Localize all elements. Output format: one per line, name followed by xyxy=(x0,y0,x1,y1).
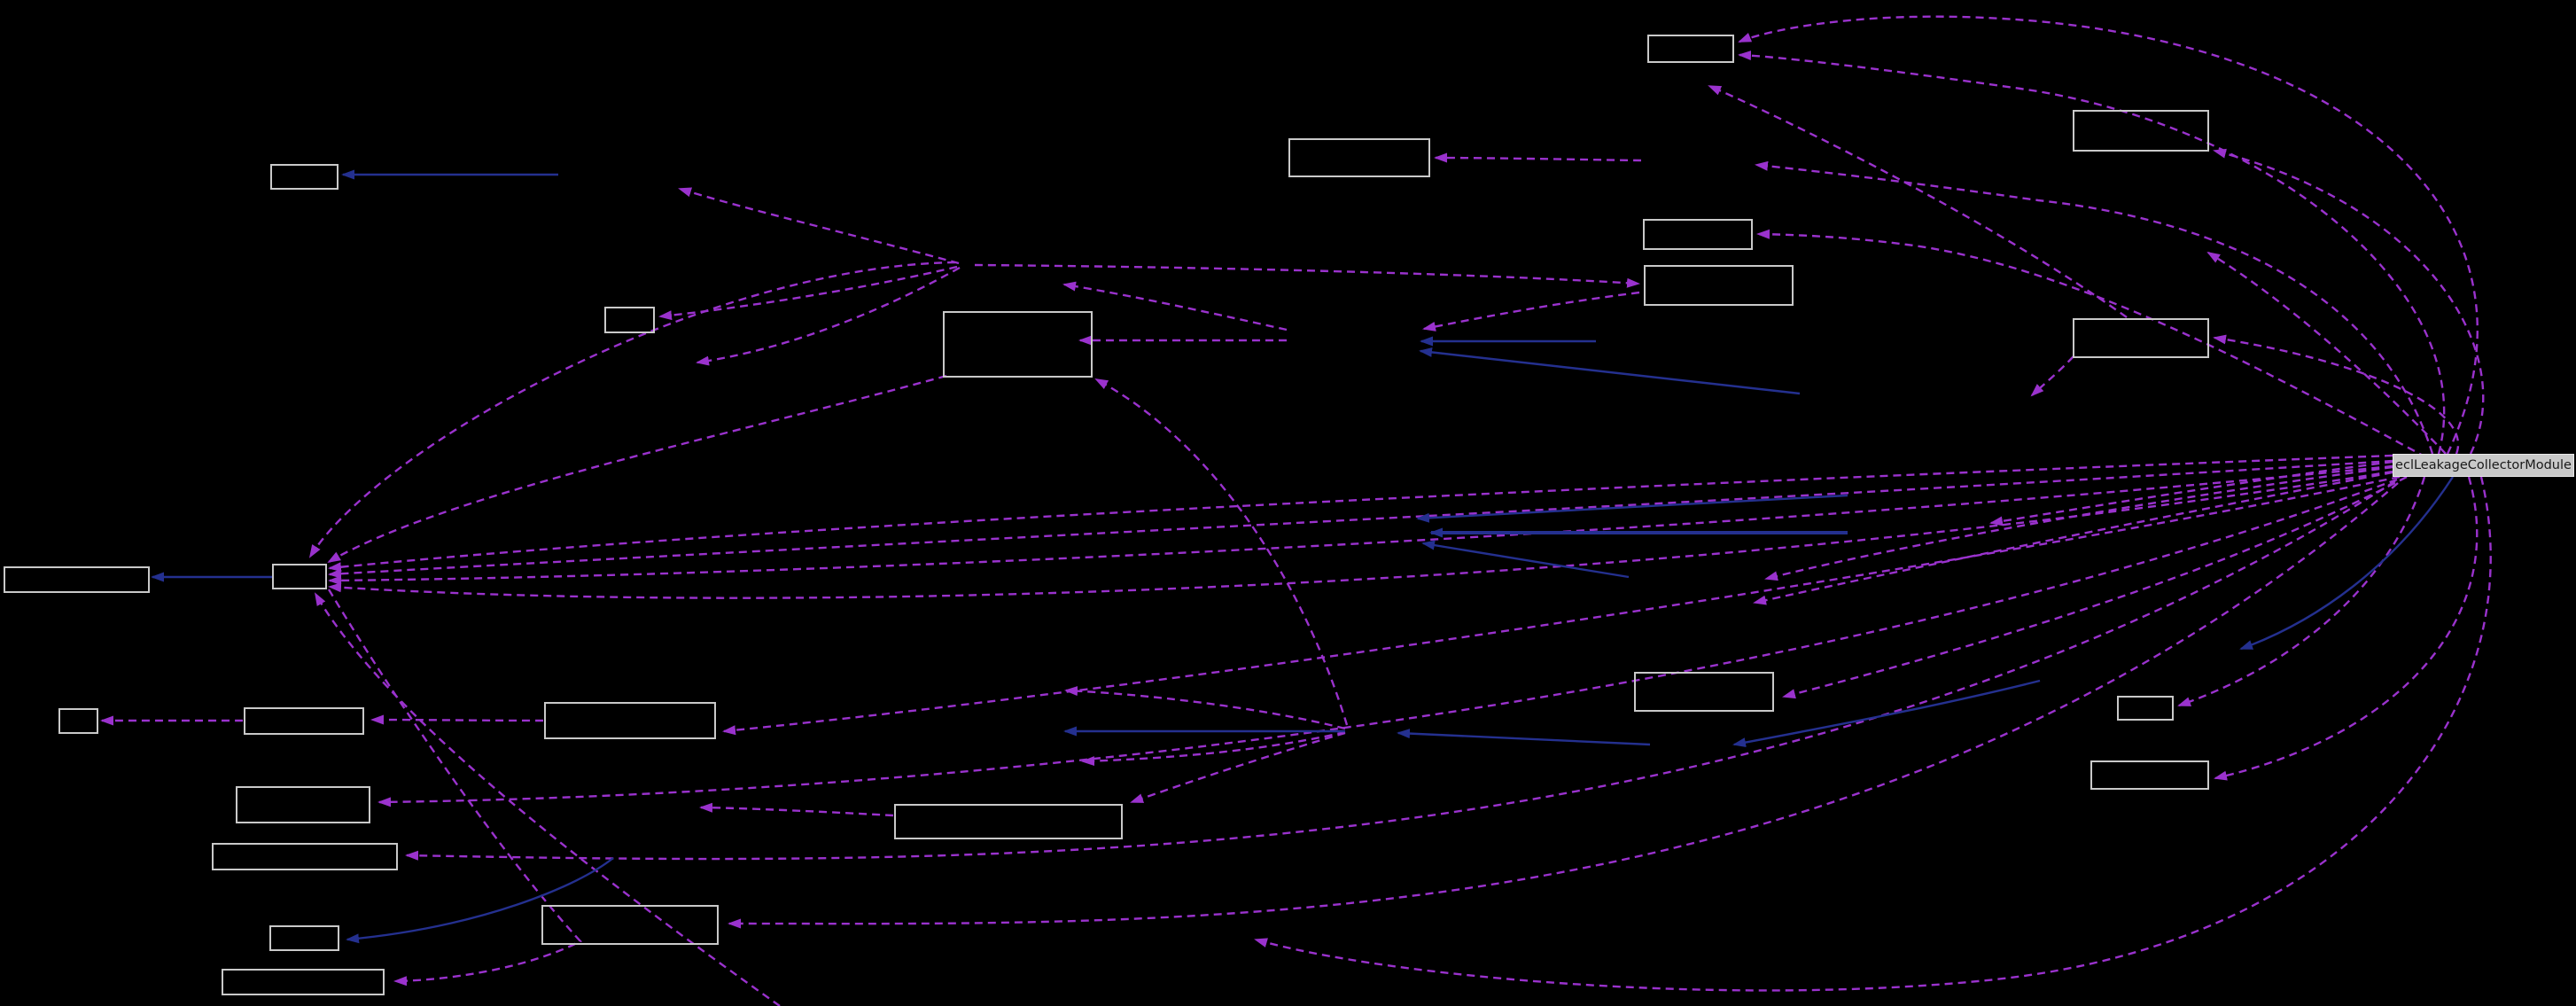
dependency-edge-dashed xyxy=(696,266,961,366)
graph-node-box-f[interactable] xyxy=(1643,219,1753,250)
dependency-edge-dashed xyxy=(1782,475,2408,699)
dependency-edge-dashed xyxy=(1062,281,1288,331)
dependency-edge-dashed xyxy=(327,374,947,564)
dependency-edge-dashed xyxy=(1094,378,1349,726)
dependency-edge-dashed xyxy=(308,261,956,558)
dependency-edge-dashed xyxy=(1755,160,2434,455)
dependency-edge-dashed xyxy=(2206,251,2447,455)
dependency-edge-dashed xyxy=(1064,686,1346,730)
dependency-edge-dashed xyxy=(1422,291,1640,331)
graph-node-box-o[interactable] xyxy=(244,707,364,735)
graph-node-box-m[interactable] xyxy=(272,564,327,589)
dependency-edge-dashed xyxy=(1738,51,2446,455)
dependency-edge-solid xyxy=(1421,540,1630,579)
dependency-edge-dashed xyxy=(2213,334,2460,455)
graph-node-box-b[interactable] xyxy=(604,307,655,333)
dependency-edge-dashed xyxy=(699,802,894,817)
graph-node-box-h[interactable] xyxy=(2073,110,2209,152)
graph-node-box-s[interactable] xyxy=(269,925,339,951)
dependency-edge-dashed xyxy=(2177,476,2426,707)
dependency-edge-dashed xyxy=(678,187,960,265)
dependency-edge-solid xyxy=(2239,476,2455,651)
dependency-edge-dashed xyxy=(328,470,2393,599)
dependency-edge-dashed xyxy=(327,589,582,987)
dependency-edge-dashed xyxy=(2213,148,2485,455)
graph-node-box-u[interactable] xyxy=(222,969,385,995)
graph-node-box-x[interactable] xyxy=(2117,696,2174,721)
dependency-edge-solid xyxy=(346,857,614,944)
dependency-edge-solid xyxy=(1732,679,2041,748)
graph-node-box-k[interactable] xyxy=(2073,318,2209,358)
dependency-edge-dashed xyxy=(328,459,2393,579)
dependency-edge-dashed xyxy=(1989,460,2393,526)
dependency-edge-dashed xyxy=(1434,152,1642,163)
graph-node-box-r[interactable] xyxy=(212,843,398,870)
graph-node-box-v[interactable] xyxy=(894,804,1123,839)
dependency-edge-dashed xyxy=(728,482,2399,929)
dependency-edge-dashed xyxy=(1708,84,2128,318)
dependency-edge-dashed xyxy=(974,263,1640,288)
dependency-edge-dashed xyxy=(1738,15,2479,455)
dependency-edge-dashed xyxy=(658,265,958,321)
graph-node-box-d[interactable] xyxy=(1288,138,1430,177)
dependency-edge-solid xyxy=(1397,729,1651,746)
dependency-edge-dashed xyxy=(1764,465,2393,581)
graph-node-box-w[interactable] xyxy=(1634,672,1774,712)
dependency-edge-dashed xyxy=(1753,471,2393,605)
hub-node-eclLeakageCollectorModule[interactable]: eclLeakageCollectorModule xyxy=(2393,454,2574,477)
dependency-edge-dashed xyxy=(377,478,2398,807)
dependency-edge-dashed xyxy=(2030,355,2074,397)
dependency-edge-dashed xyxy=(328,464,2393,586)
graph-node-box-q[interactable] xyxy=(236,786,370,823)
graph-node-box-e[interactable] xyxy=(943,311,1093,378)
graph-node-box-t[interactable] xyxy=(541,905,719,945)
dependency-edge-dashed xyxy=(328,454,2393,573)
dependency-edge-dashed xyxy=(722,475,2401,736)
graph-node-box-c[interactable] xyxy=(1647,35,1734,63)
dependency-edge-dashed xyxy=(1081,730,1346,767)
graph-node-box-y[interactable] xyxy=(2090,760,2209,790)
dependency-edge-dashed xyxy=(1756,229,2427,459)
dependency-edge-dashed xyxy=(1130,731,1346,804)
dependency-edge-dashed xyxy=(1254,476,2492,992)
dependency-edge-solid xyxy=(1416,494,1848,523)
graph-node-box-g[interactable] xyxy=(1644,265,1794,306)
graph-node-box-l[interactable] xyxy=(4,566,150,593)
dependency-edge-solid xyxy=(1419,347,1801,395)
graph-node-box-p[interactable] xyxy=(544,702,716,739)
graph-node-box-n[interactable] xyxy=(58,708,98,734)
dependency-edge-dashed xyxy=(370,714,544,725)
graph-node-box-a[interactable] xyxy=(270,164,339,190)
dependency-edge-dashed xyxy=(2214,476,2479,781)
dependency-edge-dashed xyxy=(314,592,781,1006)
